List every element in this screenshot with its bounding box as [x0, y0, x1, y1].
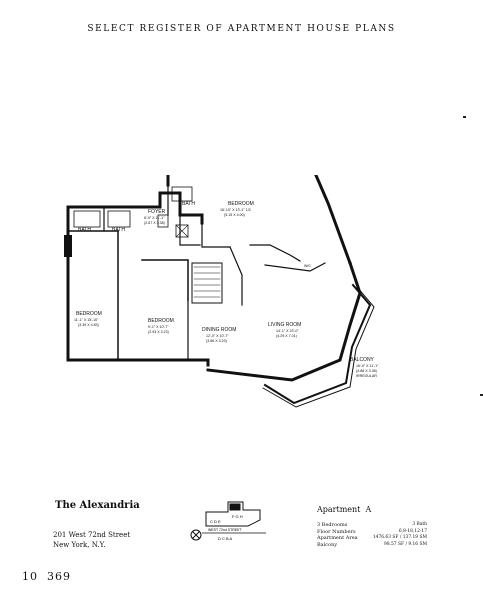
balcony-rail [262, 286, 375, 408]
wall-bedroom-top [141, 259, 189, 301]
room-bath-2: BATH [112, 227, 125, 233]
room-wc: W/C [304, 264, 311, 268]
room-balcony-dim: 16'-0" X 11'-1" [356, 364, 379, 368]
wall-left-wing-bottom [66, 205, 210, 367]
room-bath-1: BATH [78, 227, 91, 233]
room-bath-3: BATH [182, 201, 195, 207]
floor-plan: BEDROOM 16'-10" X 13'-1" 1/2 (5.15 X 4.0… [64, 175, 379, 408]
apartment-title-label: Apartment [317, 505, 361, 514]
detail-label: Balcony [317, 541, 338, 548]
balcony-outline [263, 283, 372, 405]
bath-tub-left [73, 210, 101, 228]
detail-row-area: Apartment Area 1476.63 SF / 137.19 SM [317, 535, 427, 542]
key-plan-letters: F G H [232, 514, 243, 519]
page-number: 10 369 [22, 570, 71, 583]
page-header: SELECT REGISTER OF APARTMENT HOUSE PLANS [87, 24, 396, 34]
room-bedroom-2-dim: 11'-1" X 15'-10" [74, 318, 99, 322]
detail-value: 6,8-18,12-17 [398, 528, 427, 534]
room-bedroom-2-dim-metric: (3.39 X 4.83) [78, 323, 99, 327]
detail-value: 1476.63 SF / 137.19 SM [372, 535, 427, 540]
key-plan: F G H C D E WEST 72nd STREET D C B A [190, 501, 266, 541]
room-living: LIVING ROOM [268, 322, 301, 328]
north-arrow-icon [190, 529, 202, 541]
room-bedroom-1-dim-metric: (5.15 X 4.00) [224, 213, 245, 217]
detail-label: 3 Bedrooms [317, 522, 348, 528]
room-bedroom-1-dim: 16'-10" X 13'-1" 1/2 [220, 208, 251, 212]
closet-box [157, 214, 169, 228]
elevator-box [175, 224, 189, 238]
wall-upper-bedroom-bottom [249, 244, 301, 262]
room-bedroom-2: BEDROOM [76, 311, 102, 317]
detail-label: Floor Numbers [317, 528, 356, 535]
room-balcony: BALCONY [350, 357, 375, 363]
building-address-line2: New York, N.Y. [53, 541, 106, 549]
room-bedroom-3: BEDROOM [148, 318, 174, 324]
detail-value: 98.57 SF / 9.16 SM [384, 541, 427, 547]
detail-row-bedrooms: 3 Bedrooms 3 Bath [317, 522, 427, 529]
elevator-cross [175, 224, 189, 238]
wall-left-wing-top [66, 191, 204, 225]
room-bedroom-3-dim: 9'-1" X 10'-7" [148, 325, 169, 329]
room-balcony-note: IRREGULAR [356, 374, 377, 378]
room-foyer: FOYER [148, 209, 166, 215]
room-dining: DINING ROOM [202, 327, 236, 333]
room-dining-dim-metric: (3.66 X 3.23) [206, 339, 227, 343]
room-living-dim-metric: (4.29 X 7.01) [276, 334, 297, 338]
apartment-details: 3 Bedrooms 3 Bath Floor Numbers 6,8-18,1… [317, 522, 427, 548]
building-name: The Alexandria [55, 500, 140, 511]
room-bedroom-3-dim-metric: (2.93 X 3.23) [148, 330, 169, 334]
detail-value: 3 Bath [412, 522, 427, 527]
wall-kitchen-side [229, 246, 243, 306]
key-plan-highlight [229, 503, 241, 511]
room-foyer-dim: 8'-9" X 11'-1" [144, 216, 165, 220]
detail-label: Apartment Area [317, 535, 358, 541]
room-foyer-dim-metric: (2.67 X 3.38) [144, 221, 165, 225]
key-plan-street: WEST 72nd STREET [208, 528, 242, 532]
scan-speck [480, 394, 483, 396]
apartment-title: Apartment A [317, 505, 371, 514]
key-plan-letters-2: C D E [210, 519, 221, 524]
shaft-hatch [64, 235, 72, 257]
wall-kitchen-top [201, 222, 231, 248]
kitchen-counter-lines [193, 266, 221, 298]
key-plan-outline [205, 501, 261, 527]
detail-row-floors: Floor Numbers 6,8-18,12-17 [317, 529, 427, 536]
apartment-letter: A [365, 505, 372, 514]
building-address-line1: 201 West 72nd Street [53, 531, 131, 539]
room-dining-dim: 12'-0" X 10'-7" [206, 334, 229, 338]
kitchen-counter [191, 262, 223, 304]
wall-wc [264, 262, 326, 272]
bath-tub-middle [107, 210, 131, 228]
bath-tub-upper [171, 186, 193, 202]
key-plan-letters-3: D C B A [218, 536, 233, 541]
room-bedroom-1: BEDROOM [228, 201, 254, 207]
room-living-dim: 14'-1" X 23'-0" [276, 329, 299, 333]
room-balcony-dim-metric: (4.88 X 3.38) [356, 369, 377, 373]
detail-row-balcony: Balcony 98.57 SF / 9.16 SM [317, 542, 427, 549]
scan-speck [463, 116, 466, 118]
wall-upper-block [166, 175, 352, 265]
